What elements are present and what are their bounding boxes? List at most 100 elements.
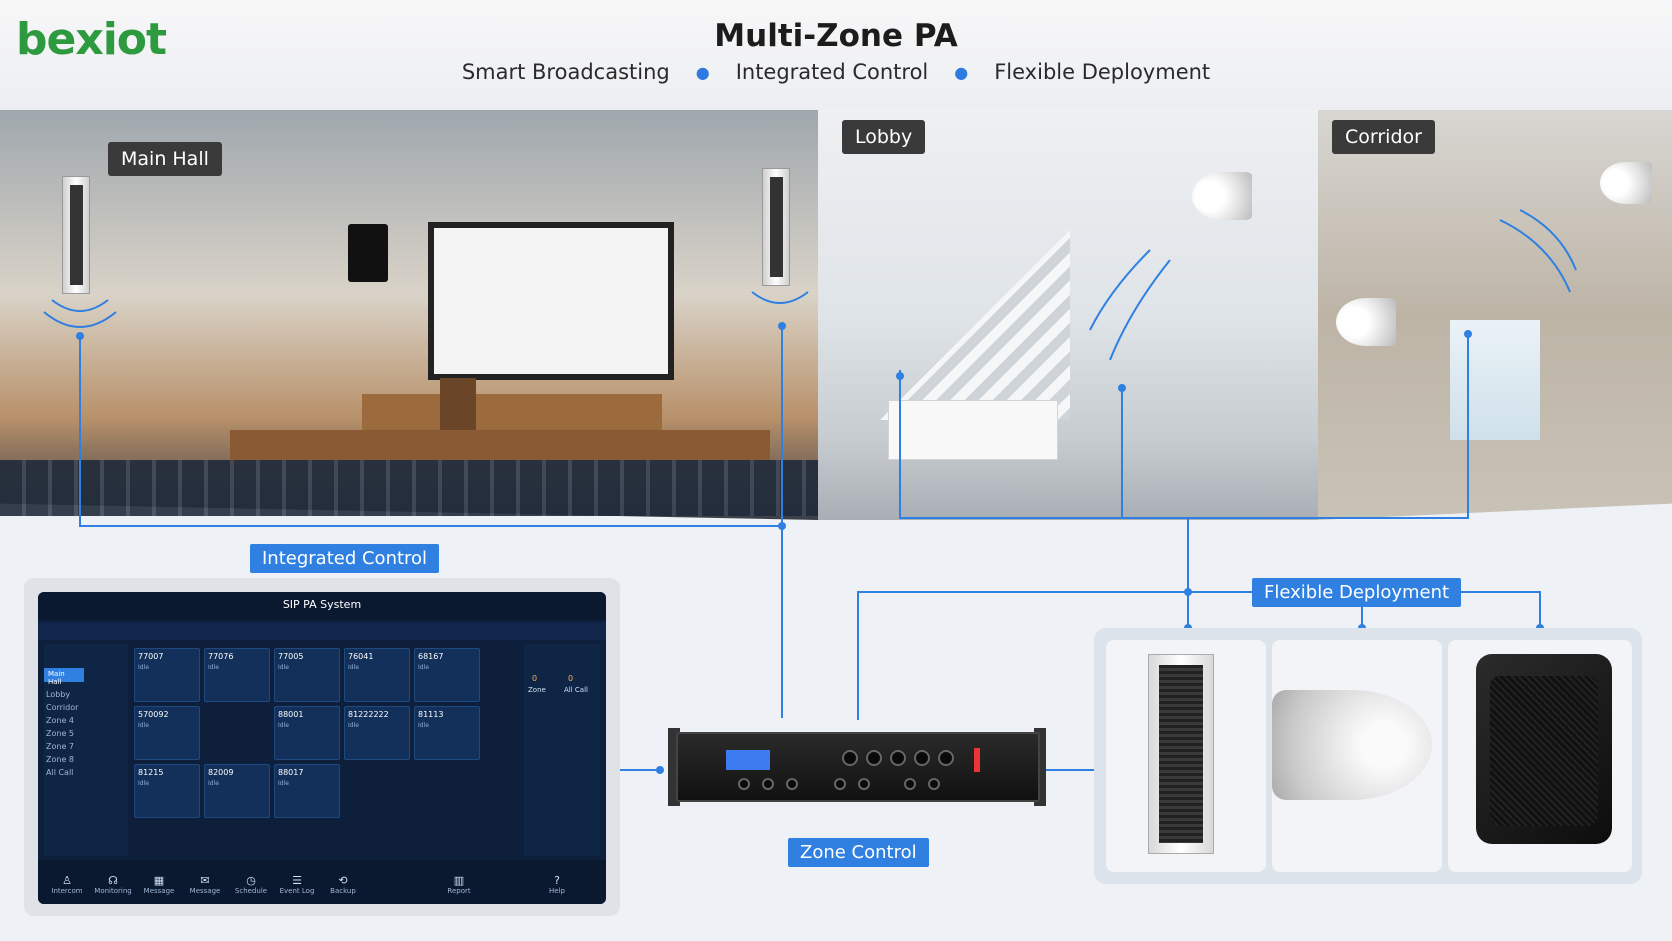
wire-main-hall bbox=[79, 336, 782, 527]
card-status: Idle bbox=[418, 722, 429, 729]
message-icon: ✉ bbox=[200, 874, 210, 887]
sidebar-item-main-hall[interactable]: Main Hall bbox=[44, 668, 84, 686]
box-speaker-icon bbox=[348, 224, 388, 282]
input-knob[interactable] bbox=[858, 778, 870, 790]
status-panel: 0 0 Zone All Call bbox=[524, 644, 600, 856]
amplifier-display bbox=[726, 750, 770, 770]
volume-knob[interactable] bbox=[914, 750, 930, 766]
column-speaker-icon bbox=[762, 168, 790, 286]
logo-text: bexiot bbox=[16, 14, 167, 65]
dashboard-titlebar bbox=[38, 592, 606, 620]
sidebar-item[interactable]: Lobby bbox=[46, 690, 71, 699]
card-status: Idle bbox=[348, 722, 359, 729]
sip-pa-dashboard: SIP PA System Main Hall Lobby Corridor Z… bbox=[38, 592, 606, 904]
nav-label: Event Log bbox=[279, 887, 315, 895]
card-status: Idle bbox=[208, 664, 219, 671]
report-icon: ▥ bbox=[453, 874, 465, 887]
zone-label-main-hall: Main Hall bbox=[108, 142, 222, 176]
sound-wave bbox=[751, 291, 809, 304]
nav-backup[interactable]: ⟲Backup bbox=[318, 874, 368, 895]
nav-label: Message bbox=[189, 887, 221, 895]
nav-message[interactable]: ▦Message bbox=[134, 874, 184, 895]
sound-wave bbox=[1109, 259, 1171, 361]
nav-event-log[interactable]: ☰Event Log bbox=[272, 874, 322, 895]
nav-label: Backup bbox=[330, 887, 356, 895]
horn-speaker-icon bbox=[1272, 690, 1432, 800]
volume-knob[interactable] bbox=[866, 750, 882, 766]
card-status: Idle bbox=[348, 664, 359, 671]
all-call-label: All Call bbox=[564, 686, 588, 694]
nav-schedule[interactable]: ◷Schedule bbox=[226, 874, 276, 895]
tag-integrated-control: Integrated Control bbox=[250, 544, 440, 573]
volume-knob[interactable] bbox=[842, 750, 858, 766]
input-knob[interactable] bbox=[928, 778, 940, 790]
sidebar-item[interactable]: Corridor bbox=[46, 703, 79, 712]
input-knob[interactable] bbox=[834, 778, 846, 790]
backup-icon: ⟲ bbox=[338, 874, 348, 887]
wire-zone-branch bbox=[857, 591, 1188, 720]
wire-lobby-corridor bbox=[899, 334, 1469, 519]
card-id: 570092 bbox=[138, 710, 169, 719]
volume-knob[interactable] bbox=[890, 750, 906, 766]
auditorium-seats bbox=[0, 460, 818, 516]
sidebar-item[interactable]: All Call bbox=[46, 768, 74, 777]
volume-knob[interactable] bbox=[938, 750, 954, 766]
nav-message-2[interactable]: ✉Message bbox=[180, 874, 230, 895]
page-title: Multi-Zone PA bbox=[714, 18, 958, 54]
horn-speaker-icon bbox=[1600, 162, 1652, 204]
sidebar-item[interactable]: Zone 5 bbox=[46, 729, 74, 738]
input-knob[interactable] bbox=[738, 778, 750, 790]
wire-node bbox=[1118, 384, 1126, 392]
input-knob[interactable] bbox=[904, 778, 916, 790]
sound-wave bbox=[51, 299, 109, 312]
reception-desk bbox=[888, 400, 1058, 460]
nav-label: Schedule bbox=[234, 887, 268, 895]
card-status: Idle bbox=[138, 722, 149, 729]
intercom-icon: ♙ bbox=[62, 874, 72, 887]
nav-label: Report bbox=[447, 887, 471, 895]
wire-node bbox=[896, 372, 904, 380]
input-knob[interactable] bbox=[762, 778, 774, 790]
horn-speaker-icon bbox=[1336, 298, 1396, 346]
nav-label: Intercom bbox=[51, 887, 83, 895]
input-knob[interactable] bbox=[786, 778, 798, 790]
card-status: Idle bbox=[278, 664, 289, 671]
hallway-window bbox=[1450, 320, 1540, 440]
card-id: 81215 bbox=[138, 768, 164, 777]
nav-help[interactable]: ?Help bbox=[532, 874, 582, 895]
dashboard-toolbar[interactable] bbox=[38, 622, 606, 640]
card-id: 68167 bbox=[418, 652, 444, 661]
monitoring-icon: ☊ bbox=[108, 874, 118, 887]
nav-intercom[interactable]: ♙Intercom bbox=[42, 874, 92, 895]
sidebar-item[interactable]: Zone 8 bbox=[46, 755, 74, 764]
event-log-icon: ☰ bbox=[292, 874, 302, 887]
sidebar-item[interactable]: Zone 4 bbox=[46, 716, 74, 725]
bullet-icon: ● bbox=[954, 63, 969, 82]
zone-count: 0 bbox=[532, 674, 538, 683]
card-id: 77005 bbox=[278, 652, 304, 661]
card-id: 77007 bbox=[138, 652, 164, 661]
wire-node bbox=[778, 522, 786, 530]
podium bbox=[440, 378, 476, 440]
horn-speaker-icon bbox=[1192, 172, 1252, 220]
card-id: 88017 bbox=[278, 768, 304, 777]
nav-report[interactable]: ▥Report bbox=[434, 874, 484, 895]
card-id: 88001 bbox=[278, 710, 304, 719]
sidebar-item[interactable]: Zone 7 bbox=[46, 742, 74, 751]
nav-monitoring[interactable]: ☊Monitoring bbox=[88, 874, 138, 895]
brand-logo: bexiot bbox=[16, 14, 167, 65]
nav-label: Message bbox=[143, 887, 175, 895]
